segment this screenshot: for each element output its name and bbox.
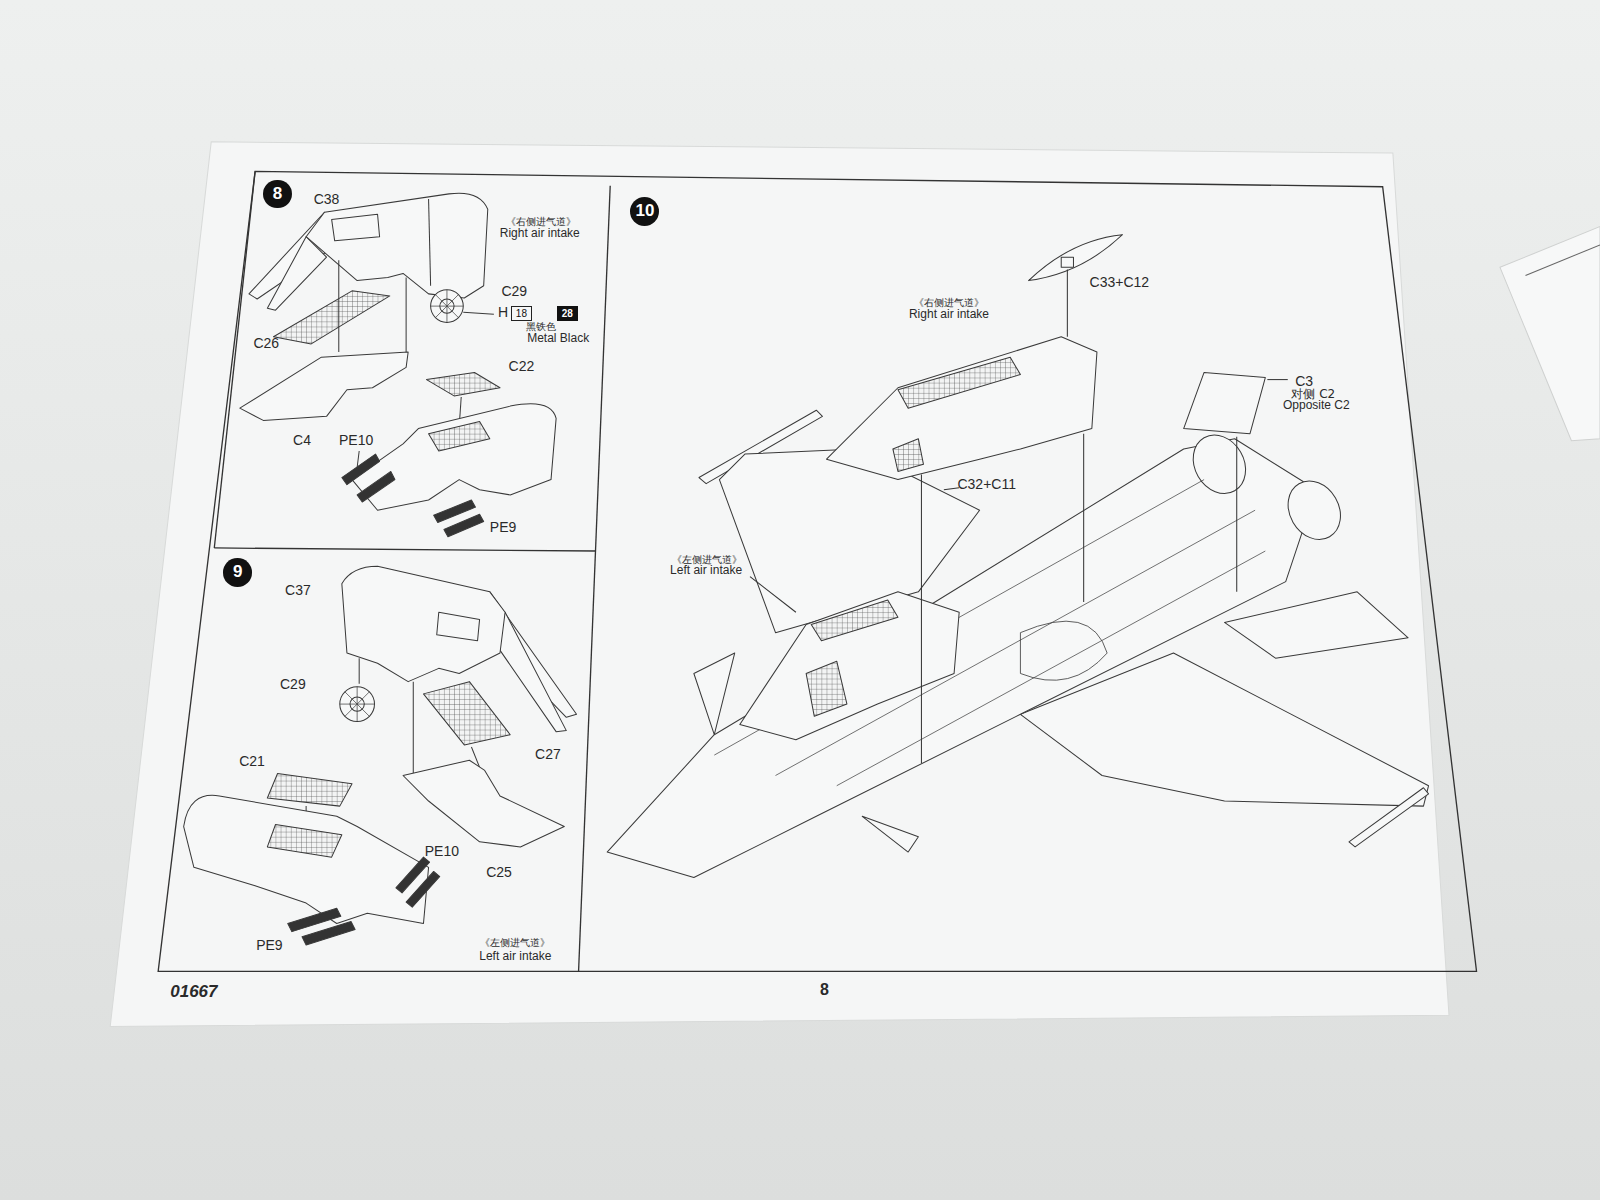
- part-number: C25: [485, 866, 513, 881]
- part-number: C26: [252, 336, 280, 351]
- step-number: 10: [630, 197, 659, 226]
- note-text: 黑铁色: [525, 320, 557, 331]
- note-text: Right air intake: [499, 227, 581, 240]
- step-number: 9: [223, 558, 252, 587]
- note-text: Opposite C2: [1282, 400, 1351, 413]
- part-number: PE10: [338, 433, 374, 448]
- note-text: 《右侧进气道》: [913, 297, 985, 308]
- page-number: 8: [819, 981, 830, 999]
- aircraft-underside: [607, 235, 1428, 878]
- step-9-parts: [184, 566, 577, 945]
- part-number: C22: [508, 360, 536, 375]
- step-number: 8: [263, 180, 292, 209]
- paint-code: 28: [557, 306, 578, 321]
- part-number: C38: [313, 192, 341, 207]
- note-text: 《左侧进气道》: [479, 936, 551, 947]
- node-text: 10: [635, 202, 654, 221]
- part-number: C37: [284, 583, 312, 598]
- sheet-rule: [1526, 245, 1600, 276]
- part-number: C32+C11: [956, 477, 1017, 492]
- part-number: C4: [292, 433, 312, 448]
- second-sheet: [1500, 227, 1600, 441]
- part-number: C33+C12: [1089, 275, 1151, 290]
- part-number: PE9: [489, 520, 517, 535]
- note-text: Left air intake: [478, 951, 552, 964]
- note-text: 《右侧进气道》: [505, 216, 577, 227]
- node-text: 9: [233, 563, 242, 582]
- node-text: 8: [273, 185, 282, 204]
- note-text: Right air intake: [908, 309, 990, 322]
- node-text: 18: [516, 308, 527, 319]
- part-number: PE9: [255, 938, 283, 953]
- leader-lines: [750, 269, 1288, 763]
- part-number: H: [497, 306, 509, 321]
- panel-frames: [158, 171, 1476, 971]
- paper-sheet: [110, 142, 1449, 1027]
- note-text: Metal Black: [526, 332, 590, 345]
- note-text: Left air intake: [669, 565, 743, 578]
- part-number: C29: [500, 284, 528, 299]
- part-number: PE10: [424, 844, 460, 859]
- note-text: 《左侧进气道》: [671, 554, 743, 565]
- part-number: C3: [1294, 374, 1314, 389]
- kit-number: 01667: [169, 982, 218, 1001]
- part-number: C29: [279, 677, 307, 692]
- paint-code: 18: [511, 306, 532, 321]
- part-number: C27: [534, 747, 562, 762]
- node-text: 28: [562, 308, 573, 319]
- step-8-parts: [240, 193, 556, 537]
- part-number: C21: [238, 755, 266, 770]
